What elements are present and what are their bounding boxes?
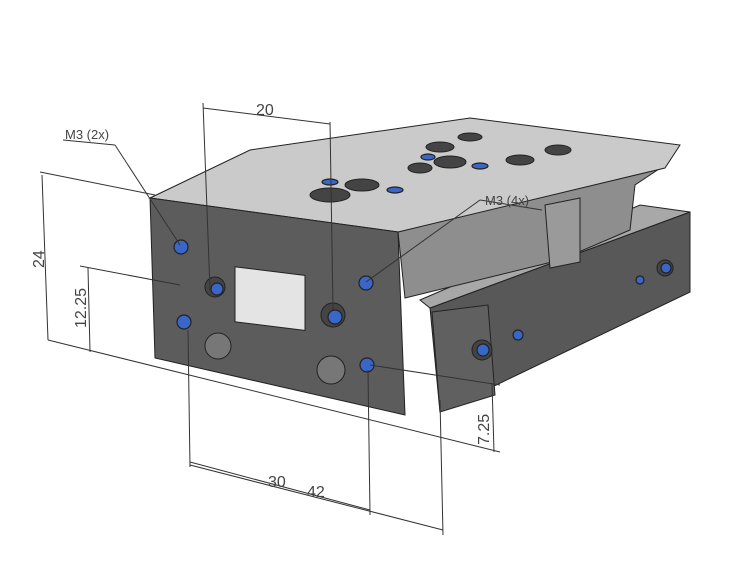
m3-thread-hole	[173, 239, 189, 255]
label-m3-2x: M3 (2x)	[65, 127, 109, 142]
front-slot	[234, 266, 306, 332]
m3-thread-hole	[210, 282, 224, 296]
dim-20: 20	[256, 102, 274, 119]
dim-30: 30	[268, 474, 286, 491]
end-plate	[431, 304, 496, 413]
m3-thread-hole	[176, 314, 192, 330]
stopper	[544, 197, 581, 269]
m3-thread-hole	[327, 309, 343, 325]
thread-hole	[635, 275, 645, 285]
dimension-lines	[39, 102, 543, 536]
dim-12-25: 12.25	[73, 288, 90, 328]
dim-24: 24	[31, 250, 48, 268]
thread-hole	[512, 329, 524, 341]
torx-screw	[204, 332, 232, 360]
dim-42: 42	[307, 484, 325, 501]
m3-thread-hole	[359, 357, 375, 373]
thread-hole	[476, 343, 490, 357]
top-holes	[309, 132, 572, 203]
dim-7-25: 7.25	[476, 414, 493, 445]
label-m3-4x: M3 (4x)	[485, 193, 529, 208]
thread-hole	[660, 262, 672, 274]
torx-screw	[316, 355, 346, 385]
